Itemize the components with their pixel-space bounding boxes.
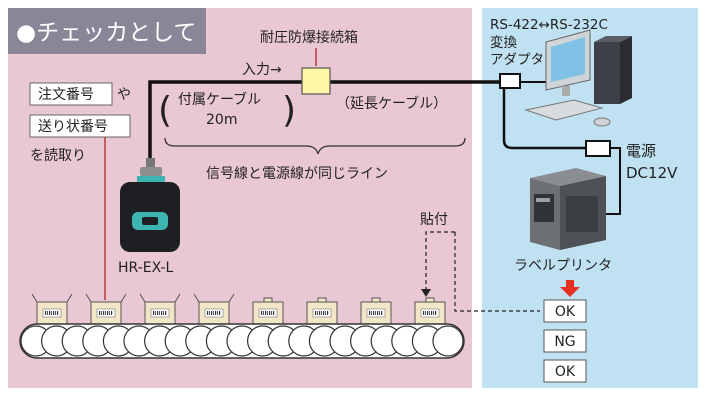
barcode-reader-icon [120, 158, 180, 252]
result-value: OK [555, 304, 576, 320]
input-label: 入力→ [242, 62, 282, 78]
attached-cable-paren-right: ) [282, 90, 296, 131]
adapter-label-line1: RS-422↔RS-232C [490, 17, 608, 33]
result-box: OK [543, 359, 587, 383]
page-title: ●チェッカとして [16, 20, 196, 46]
particle-ya: や [117, 87, 131, 103]
result-value: OK [555, 364, 576, 380]
extension-cable-label: （延長ケーブル） [336, 95, 447, 112]
power-voltage-label: DC12V [626, 164, 678, 182]
adapter-label-line3: アダプタ [490, 52, 544, 68]
result-box: OK [543, 299, 587, 323]
cable-adapter-to-printer [502, 88, 586, 150]
adapter-icon [499, 73, 521, 89]
title-box [8, 8, 206, 54]
reader-model-label: HR-EX-L [118, 260, 174, 276]
junction-box-label: 耐圧防爆接続箱 [260, 29, 358, 46]
cable-brace [164, 137, 466, 155]
apply-arrowhead [421, 289, 431, 297]
cable-power-to-printer [606, 147, 621, 215]
result-value: NG [554, 334, 575, 350]
read-action-label: を読取り [30, 147, 86, 164]
result-dashed-path [454, 232, 540, 312]
cable-reader-to-box [148, 80, 302, 165]
pc-icon [524, 29, 632, 127]
package-icon [306, 297, 338, 325]
apply-label: 貼付 [420, 212, 448, 228]
adapter-label-line2: 変換 [490, 34, 518, 51]
package-icon [252, 297, 284, 325]
package-row [31, 293, 446, 325]
package-icon [414, 297, 446, 325]
attached-cable-length: 20m [206, 112, 237, 128]
label-printer-label: ラベルプリンタ [514, 258, 612, 274]
conveyor-rollers [20, 325, 464, 357]
invoice-number-box [29, 114, 131, 138]
power-label: 電源 [626, 142, 656, 160]
label-printer-icon [530, 168, 606, 250]
package-icon [31, 293, 73, 325]
power-supply-icon [585, 140, 611, 157]
result-list: OK NG OK [543, 299, 587, 383]
result-box: NG [543, 329, 587, 353]
order-number-label: 注文番号 [38, 87, 94, 103]
junction-box-icon [301, 67, 331, 95]
order-number-box [29, 82, 113, 106]
apply-dashed-path [425, 231, 455, 292]
shared-line-label: 信号線と電源線が同じライン [206, 166, 388, 182]
conveyor-roller [432, 325, 464, 357]
package-icon [193, 293, 235, 325]
invoice-number-label: 送り状番号 [38, 119, 108, 135]
attached-cable-label: 付属ケーブル [178, 91, 261, 108]
attached-cable-paren-left: ( [158, 90, 172, 131]
package-icon [360, 297, 392, 325]
down-arrow-icon [560, 280, 580, 297]
